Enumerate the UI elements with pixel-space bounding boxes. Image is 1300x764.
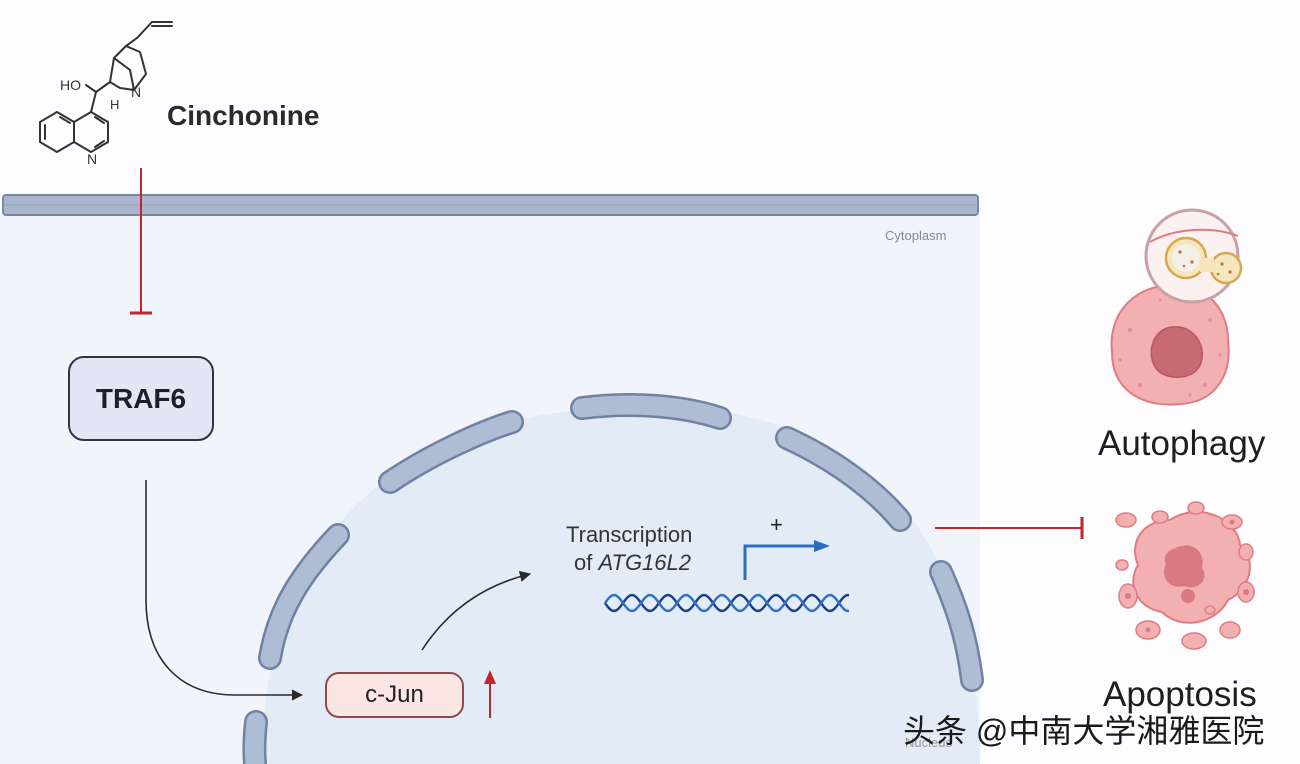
nuclear-envelope [242,393,984,764]
ring-nitrogen-label: N [87,151,97,167]
dna-helix-icon [604,593,849,613]
promoter-sign: + [770,512,783,537]
apoptosis-label: Apoptosis [1103,675,1257,714]
activation-edge-traf6-cjun [145,480,304,701]
nucleus-label: Nucleus [905,735,952,750]
autophagosome-zoom-icon [1144,208,1243,304]
autophagy-cell-icon [1110,283,1230,406]
transcription-label: Transcription [566,522,693,547]
watermark: 头条 @中南大学湘雅医院 [903,713,1265,749]
hydroxyl-label: HO [60,77,81,93]
bridge-nitrogen-label: N [131,84,141,100]
transcription-prefix: of [574,550,599,575]
up-arrow-icon [484,670,496,718]
promoter-arrow-icon [743,540,830,580]
cinchonine-structure-icon [39,21,173,153]
cytoplasm-label: Cytoplasm [885,228,947,243]
inhibition-edge-transcription-apoptosis [935,517,1084,539]
autophagy-label: Autophagy [1098,424,1266,463]
inhibition-edge-cinchonine-traf6 [130,168,152,315]
gene-name: ATG16L2 [598,550,692,575]
apoptotic-cell-icon [1115,501,1255,650]
activation-edge-cjun-transcription [421,570,532,651]
transcription-target: of ATG16L2 [574,550,691,576]
hydrogen-label: H [110,97,119,112]
cjun-node: c-Jun [325,672,464,718]
drug-name: Cinchonine [167,100,320,131]
traf6-node: TRAF6 [68,356,214,441]
